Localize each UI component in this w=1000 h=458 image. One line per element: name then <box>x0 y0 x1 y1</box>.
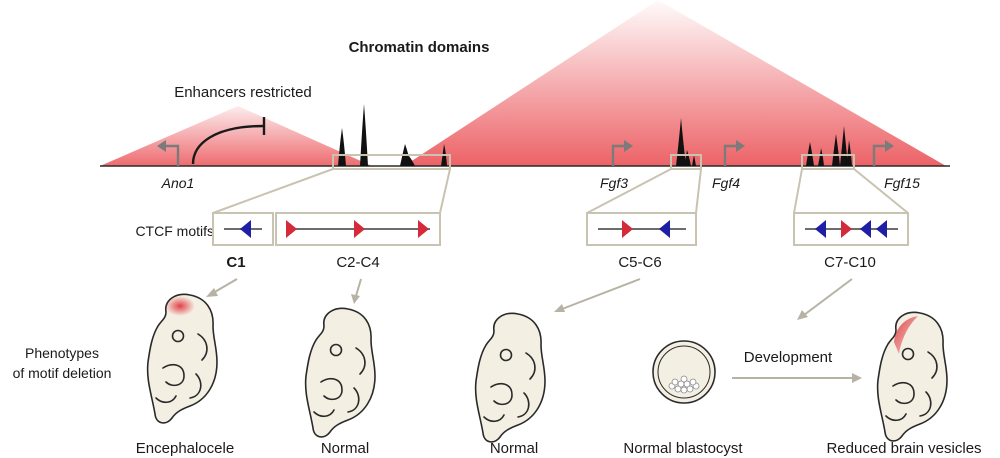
outcome-normal-blastocyst: Normal blastocyst <box>623 440 743 457</box>
zoom-box-region3 <box>801 154 855 170</box>
fgf15-promoter-arrow <box>872 140 894 166</box>
embryo-normal-2 <box>474 312 546 443</box>
ctcf-motif-c9-reverse <box>860 220 871 238</box>
gene-label-fgf4: Fgf4 <box>712 175 740 191</box>
outcome-normal-2: Normal <box>490 440 538 457</box>
ctcf-motif-c1-reverse <box>240 220 251 238</box>
embryo-normal-1 <box>304 307 376 438</box>
ctcf-motif-c8-forward <box>841 220 852 238</box>
phenotype-label-line2: of motif deletion <box>13 365 112 381</box>
embryo-encephalocele <box>146 293 218 424</box>
motif-box-c7-c10 <box>793 212 909 246</box>
large-domain-triangle <box>404 0 946 166</box>
motif-group-c7-c10: C7-C10 <box>824 254 876 271</box>
outcome-encephalocele: Encephalocele <box>136 440 234 457</box>
zoom-box-region2 <box>670 154 702 170</box>
zoom-connector-lines <box>212 168 909 214</box>
ctcf-motif-c7-reverse <box>815 220 826 238</box>
ctcf-motif-c10-reverse <box>876 220 887 238</box>
fgf3-promoter-arrow <box>611 140 633 166</box>
chromatin-domains-title: Chromatin domains <box>349 39 490 56</box>
ano1-promoter-arrow <box>157 140 180 166</box>
phenotype-label-line1: Phenotypes <box>25 345 99 361</box>
gene-label-fgf15: Fgf15 <box>884 175 920 191</box>
ctcf-motif-c3-forward <box>354 220 365 238</box>
ctcf-motif-c5-forward <box>622 220 633 238</box>
ctcf-motif-c4-forward <box>418 220 429 238</box>
motif-group-c5-c6: C5-C6 <box>618 254 661 271</box>
outcome-normal-1: Normal <box>321 440 369 457</box>
ctcf-motif-c6-reverse <box>659 220 670 238</box>
motif-box-c1 <box>212 212 274 246</box>
repression-arc <box>191 124 265 165</box>
motif-box-c5-c6 <box>586 212 697 246</box>
development-label: Development <box>744 349 833 366</box>
blastocyst-illustration <box>652 340 716 404</box>
gene-label-fgf3: Fgf3 <box>600 175 628 191</box>
ctcf-motif-c2-forward <box>286 220 297 238</box>
phenotype-arrows <box>206 278 853 320</box>
motif-group-c2-c4: C2-C4 <box>336 254 379 271</box>
development-arrow-head <box>852 373 862 383</box>
motif-group-c1: C1 <box>226 254 245 271</box>
embryo-reduced-brain-vesicles <box>876 311 948 442</box>
ctcf-motifs-label: CTCF motifs <box>135 223 214 239</box>
zoom-box-region1 <box>332 154 451 170</box>
small-domain-triangle <box>100 106 372 166</box>
motif-box-c2-c4 <box>275 212 441 246</box>
gene-label-ano1: Ano1 <box>161 175 195 191</box>
outcome-reduced-brain-vesicles: Reduced brain vesicles <box>826 440 981 457</box>
enhancers-restricted-label: Enhancers restricted <box>174 84 312 101</box>
fgf4-promoter-arrow <box>723 140 745 166</box>
